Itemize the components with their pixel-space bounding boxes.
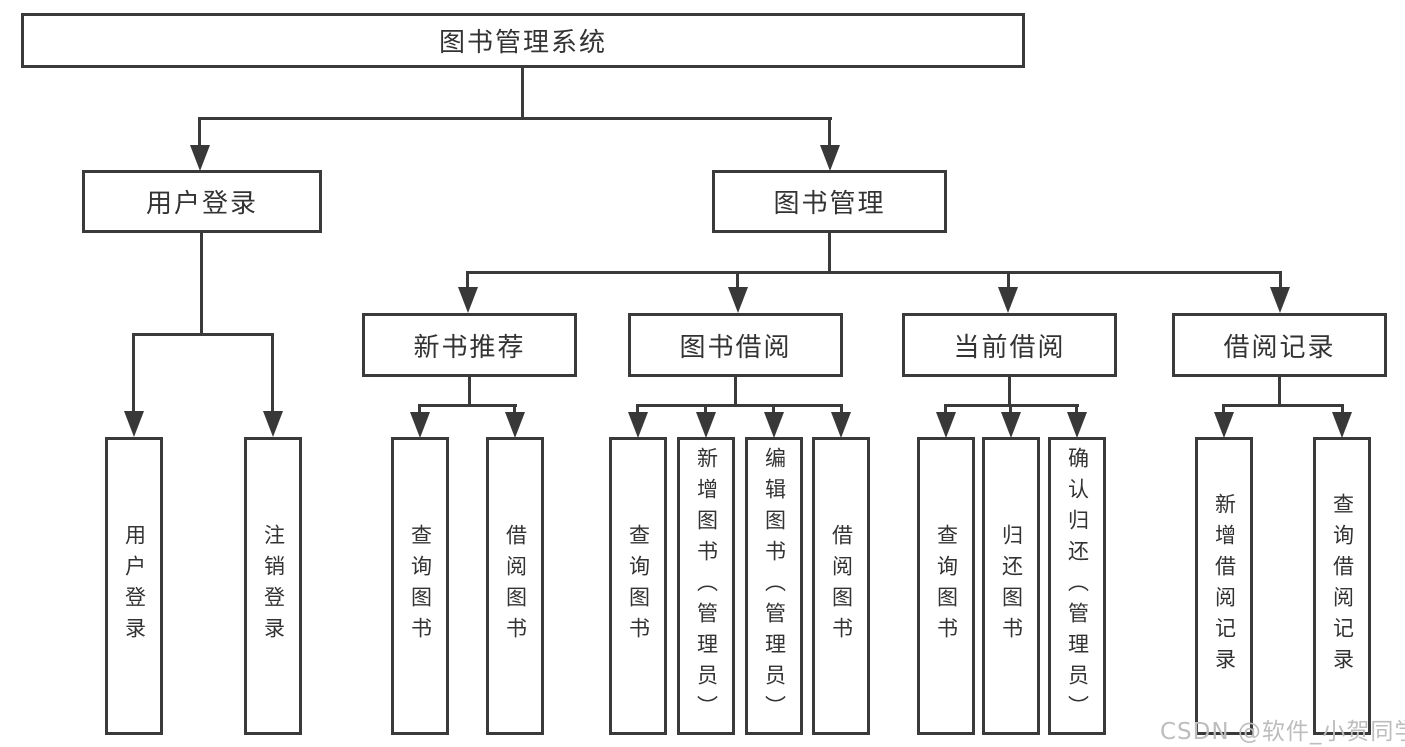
connector-line	[1341, 404, 1344, 414]
arrow-down-icon	[505, 412, 525, 438]
connector-line	[1007, 271, 1010, 289]
node-label: 图书借阅	[679, 332, 792, 363]
watermark: CSDN @软件_小贺同学	[1160, 719, 1405, 745]
leaf-query-books-current: 查询图书	[917, 437, 975, 735]
leaf-borrow-books-2: 借阅图书	[812, 437, 870, 735]
connector-line	[1075, 404, 1078, 414]
connector-line	[736, 271, 739, 289]
connector-line	[828, 117, 831, 147]
node-book-management-system: 图书管理系统	[21, 13, 1025, 68]
arrow-down-icon	[696, 412, 716, 438]
node-label: 确认归还（管理员）	[1065, 446, 1090, 726]
connector-line	[840, 404, 843, 414]
node-label: 归还图书	[999, 524, 1024, 648]
connector-line	[636, 404, 639, 414]
connector-line	[944, 404, 947, 414]
arrow-down-icon	[998, 287, 1018, 313]
arrow-down-icon	[1001, 412, 1021, 438]
connector-line	[1278, 377, 1281, 406]
node-label: 图书管理	[773, 189, 886, 219]
node-label: 当前借阅	[953, 332, 1066, 363]
node-label: 借阅图书	[829, 524, 854, 648]
connector-line	[1008, 377, 1011, 406]
arrow-down-icon	[1067, 412, 1087, 438]
node-label: 借阅图书	[503, 524, 528, 648]
arrow-down-icon	[628, 412, 648, 438]
arrow-down-icon	[728, 287, 748, 313]
leaf-query-books-recommend: 查询图书	[391, 437, 449, 735]
arrow-down-icon	[190, 145, 210, 171]
node-label: 查询图书	[934, 524, 959, 648]
arrow-down-icon	[124, 411, 144, 437]
leaf-confirm-return-admin: 确认归还（管理员）	[1048, 437, 1106, 735]
connector-line	[468, 377, 471, 406]
node-label: 查询图书	[626, 524, 651, 648]
connector-line	[704, 404, 707, 414]
connector-line	[418, 404, 421, 414]
connector-line	[466, 271, 469, 289]
arrow-down-icon	[458, 287, 478, 313]
connector-line	[513, 404, 516, 414]
connector-line	[198, 117, 201, 147]
connector-line	[1279, 271, 1282, 289]
node-label: 注销登录	[261, 524, 286, 648]
node-user-login: 用户登录	[82, 170, 322, 233]
connector-line	[418, 404, 517, 407]
node-label: 新书推荐	[413, 332, 526, 363]
arrow-down-icon	[831, 412, 851, 438]
leaf-logout: 注销登录	[244, 437, 302, 735]
arrow-down-icon	[1332, 412, 1352, 438]
node-current-borrow: 当前借阅	[902, 313, 1117, 377]
connector-line	[200, 233, 203, 335]
leaf-return-books: 归还图书	[982, 437, 1040, 735]
node-label: 新增图书（管理员）	[694, 446, 719, 726]
connector-line	[466, 271, 1282, 274]
arrow-down-icon	[1270, 287, 1290, 313]
node-label: 图书管理系统	[438, 28, 607, 58]
connector-line	[198, 117, 832, 120]
leaf-user-login: 用户登录	[105, 437, 163, 735]
connector-line	[734, 377, 737, 406]
node-label: 借阅记录	[1223, 332, 1336, 363]
node-label: 新增借阅记录	[1212, 493, 1237, 679]
node-label: 用户登录	[122, 524, 147, 648]
leaf-add-borrow-record: 新增借阅记录	[1195, 437, 1253, 735]
leaf-query-borrow-record: 查询借阅记录	[1313, 437, 1371, 735]
connector-line	[521, 68, 524, 120]
leaf-borrow-books-recommend: 借阅图书	[486, 437, 544, 735]
leaf-edit-book-admin: 编辑图书（管理员）	[745, 437, 803, 735]
node-borrow-records: 借阅记录	[1172, 313, 1387, 377]
connector-line	[1009, 404, 1012, 414]
arrow-down-icon	[820, 145, 840, 171]
node-book-management: 图书管理	[712, 170, 947, 233]
node-label: 查询图书	[408, 524, 433, 648]
connector-line	[1222, 404, 1344, 407]
arrow-down-icon	[936, 412, 956, 438]
arrow-down-icon	[410, 412, 430, 438]
connector-line	[636, 404, 843, 407]
node-new-book-recommend: 新书推荐	[362, 313, 577, 377]
arrow-down-icon	[263, 411, 283, 437]
connector-line	[132, 333, 135, 413]
connector-line	[772, 404, 775, 414]
leaf-query-books-borrow: 查询图书	[609, 437, 667, 735]
arrow-down-icon	[1214, 412, 1234, 438]
node-label: 查询借阅记录	[1330, 493, 1355, 679]
node-book-borrow: 图书借阅	[628, 313, 843, 377]
node-label: 用户登录	[145, 189, 258, 219]
connector-line	[828, 233, 831, 274]
connector-line	[1222, 404, 1225, 414]
connector-line	[132, 333, 274, 336]
leaf-add-book-admin: 新增图书（管理员）	[677, 437, 735, 735]
arrow-down-icon	[764, 412, 784, 438]
connector-line	[271, 333, 274, 413]
node-label: 编辑图书（管理员）	[762, 446, 787, 726]
